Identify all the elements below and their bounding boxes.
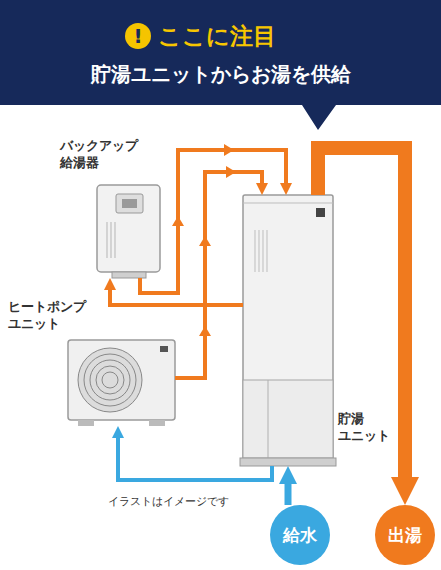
heat-pump-foot xyxy=(149,420,165,426)
warning-badge xyxy=(125,23,151,49)
unit-label: 貯湯 ユニット xyxy=(338,411,394,445)
tank-lower-cover xyxy=(243,380,333,458)
heat-pump-unit: ヒートポンプ ユニット xyxy=(68,340,175,420)
heat-pump-foot xyxy=(78,420,94,426)
banner-title: 貯湯ユニットからお湯を供給 xyxy=(0,61,441,88)
water-pipe xyxy=(140,150,286,293)
warning-mark: ! xyxy=(125,23,151,49)
circle-label: 給水 xyxy=(283,525,317,545)
note-text: イラストはイメージです xyxy=(108,494,229,509)
backup-heater: バックアップ 給湯器 xyxy=(97,185,160,272)
water-pipe xyxy=(110,290,243,305)
tank-cover-seam xyxy=(268,380,269,458)
tank-logo xyxy=(316,208,325,217)
flow-chevrons xyxy=(172,144,236,336)
hot-water-outlet-circle: 出湯 xyxy=(375,505,435,565)
heater-panel xyxy=(116,194,143,213)
heat-pump-logo xyxy=(160,346,168,352)
callout-banner xyxy=(0,0,441,130)
heater-base xyxy=(112,272,146,278)
fan-grill xyxy=(78,348,142,412)
water-pipe xyxy=(118,438,272,480)
tank-lid xyxy=(243,203,333,204)
storage-tank-unit: 貯湯 ユニット xyxy=(243,195,333,465)
unit-label: ヒートポンプ ユニット xyxy=(8,299,94,333)
circle-label: 出湯 xyxy=(388,525,422,545)
heater-display xyxy=(122,199,137,208)
water-pipe xyxy=(285,484,292,505)
hot-water-pipe xyxy=(318,148,405,477)
callout-heading: ここに注目 xyxy=(158,21,276,52)
heater-grill xyxy=(107,222,115,258)
backup-heater-body xyxy=(97,185,160,272)
water-supply-circle: 給水 xyxy=(270,505,330,565)
water-pipe xyxy=(175,172,262,378)
heat-pump-body xyxy=(68,340,175,420)
fan-rings xyxy=(84,354,136,406)
unit-label: バックアップ 給湯器 xyxy=(60,138,146,172)
tank-body xyxy=(243,195,333,465)
tank-plinth xyxy=(240,458,336,466)
tank-vents xyxy=(255,230,267,272)
